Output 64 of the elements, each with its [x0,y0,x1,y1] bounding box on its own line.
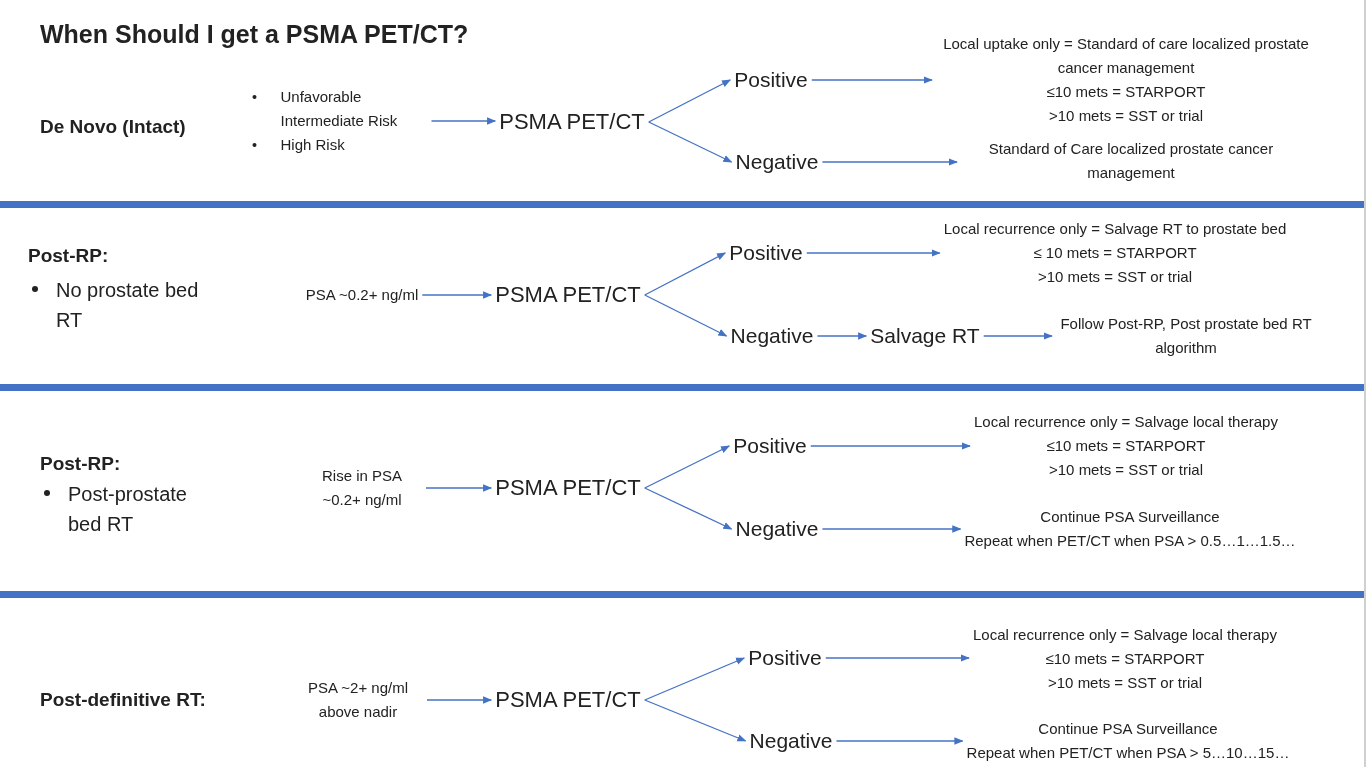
node-text: Continue PSA Surveillance [1037,719,1219,739]
arrow [835,737,964,745]
arrow [648,79,732,123]
node-text: PSMA PET/CT [495,686,641,714]
arrow [425,484,493,492]
node-text: Negative [735,516,819,542]
node-text: ≤10 mets = STARPORT [1045,82,1207,102]
node-text: >10 mets = SST or trial [1048,460,1204,480]
arrow [421,291,493,299]
node-text: Continue PSA Surveillance [1039,507,1221,527]
arrow [648,121,733,163]
node-text: >10 mets = SST or trial [1048,106,1204,126]
node-text: ≤10 mets = STARPORT [1044,649,1206,669]
arrow [644,294,728,337]
node-text: >10 mets = SST or trial [1047,673,1203,693]
row-heading: No prostate bed RT [56,278,200,333]
node-text: PSMA PET/CT [495,474,641,502]
title: When Should I get a PSMA PET/CT? [40,19,469,50]
node-text: Local recurrence only = Salvage local therapy [974,412,1278,432]
criteria-text: High Risk [280,135,345,155]
arrow [426,696,493,704]
arrow [821,525,962,533]
row-heading: Post-RP: [40,452,121,476]
node-text: Standard of Care localized prostate cancer management [987,139,1275,183]
row-heading: Post-definitive RT: [40,688,206,712]
node-text: ≤ 10 mets = STARPORT [1032,243,1198,263]
node-text: PSMA PET/CT [495,281,641,309]
criteria-text: Unfavorable Intermediate Risk [280,87,399,131]
arrow [810,442,971,450]
arrow [644,487,733,530]
node-text: ≤10 mets = STARPORT [1045,436,1207,456]
node-text: Local recurrence only = Salvage RT to prostate bed [943,219,1287,239]
arrow [806,249,941,257]
row-heading: Post-RP: [28,244,109,268]
arrow [825,654,970,662]
node-text: Local recurrence only = Salvage local therapy [973,625,1277,645]
node-text: Positive [729,240,803,266]
node-text: Repeat when PET/CT when PSA > 5…10…15… [966,743,1290,763]
node-text: >10 mets = SST or trial [1037,267,1193,287]
arrow [430,117,497,125]
arrow [644,445,731,489]
node-text: Negative [735,149,819,175]
arrow [983,332,1053,340]
row-heading: De Novo (Intact) [40,115,186,139]
node-text: Positive [734,67,808,93]
node-text: Rise in PSA ~0.2+ ng/ml [320,466,403,510]
row-heading: Post-prostate bed RT [68,482,188,537]
node-text: Follow Post-RP, Post prostate bed RT algorithm [1059,314,1313,358]
arrow [644,657,746,701]
node-text: Positive [748,645,822,671]
arrow [811,76,933,84]
node-text: PSA ~2+ ng/ml above nadir [306,678,410,722]
node-text: Negative [749,728,833,754]
node-text: Local uptake only = Standard of care localized prostate cancer management [942,34,1310,78]
node-text: Positive [733,433,807,459]
arrow [644,252,727,296]
node-text: Repeat when PET/CT when PSA > 0.5…1…1.5… [964,531,1296,551]
arrow [816,332,868,340]
arrow [821,158,958,166]
node-text: PSA ~0.2+ ng/ml [305,285,419,305]
arrow [644,699,747,742]
node-text: Negative [730,323,814,349]
node-text: Salvage RT [870,323,980,349]
node-text: PSMA PET/CT [499,108,645,136]
